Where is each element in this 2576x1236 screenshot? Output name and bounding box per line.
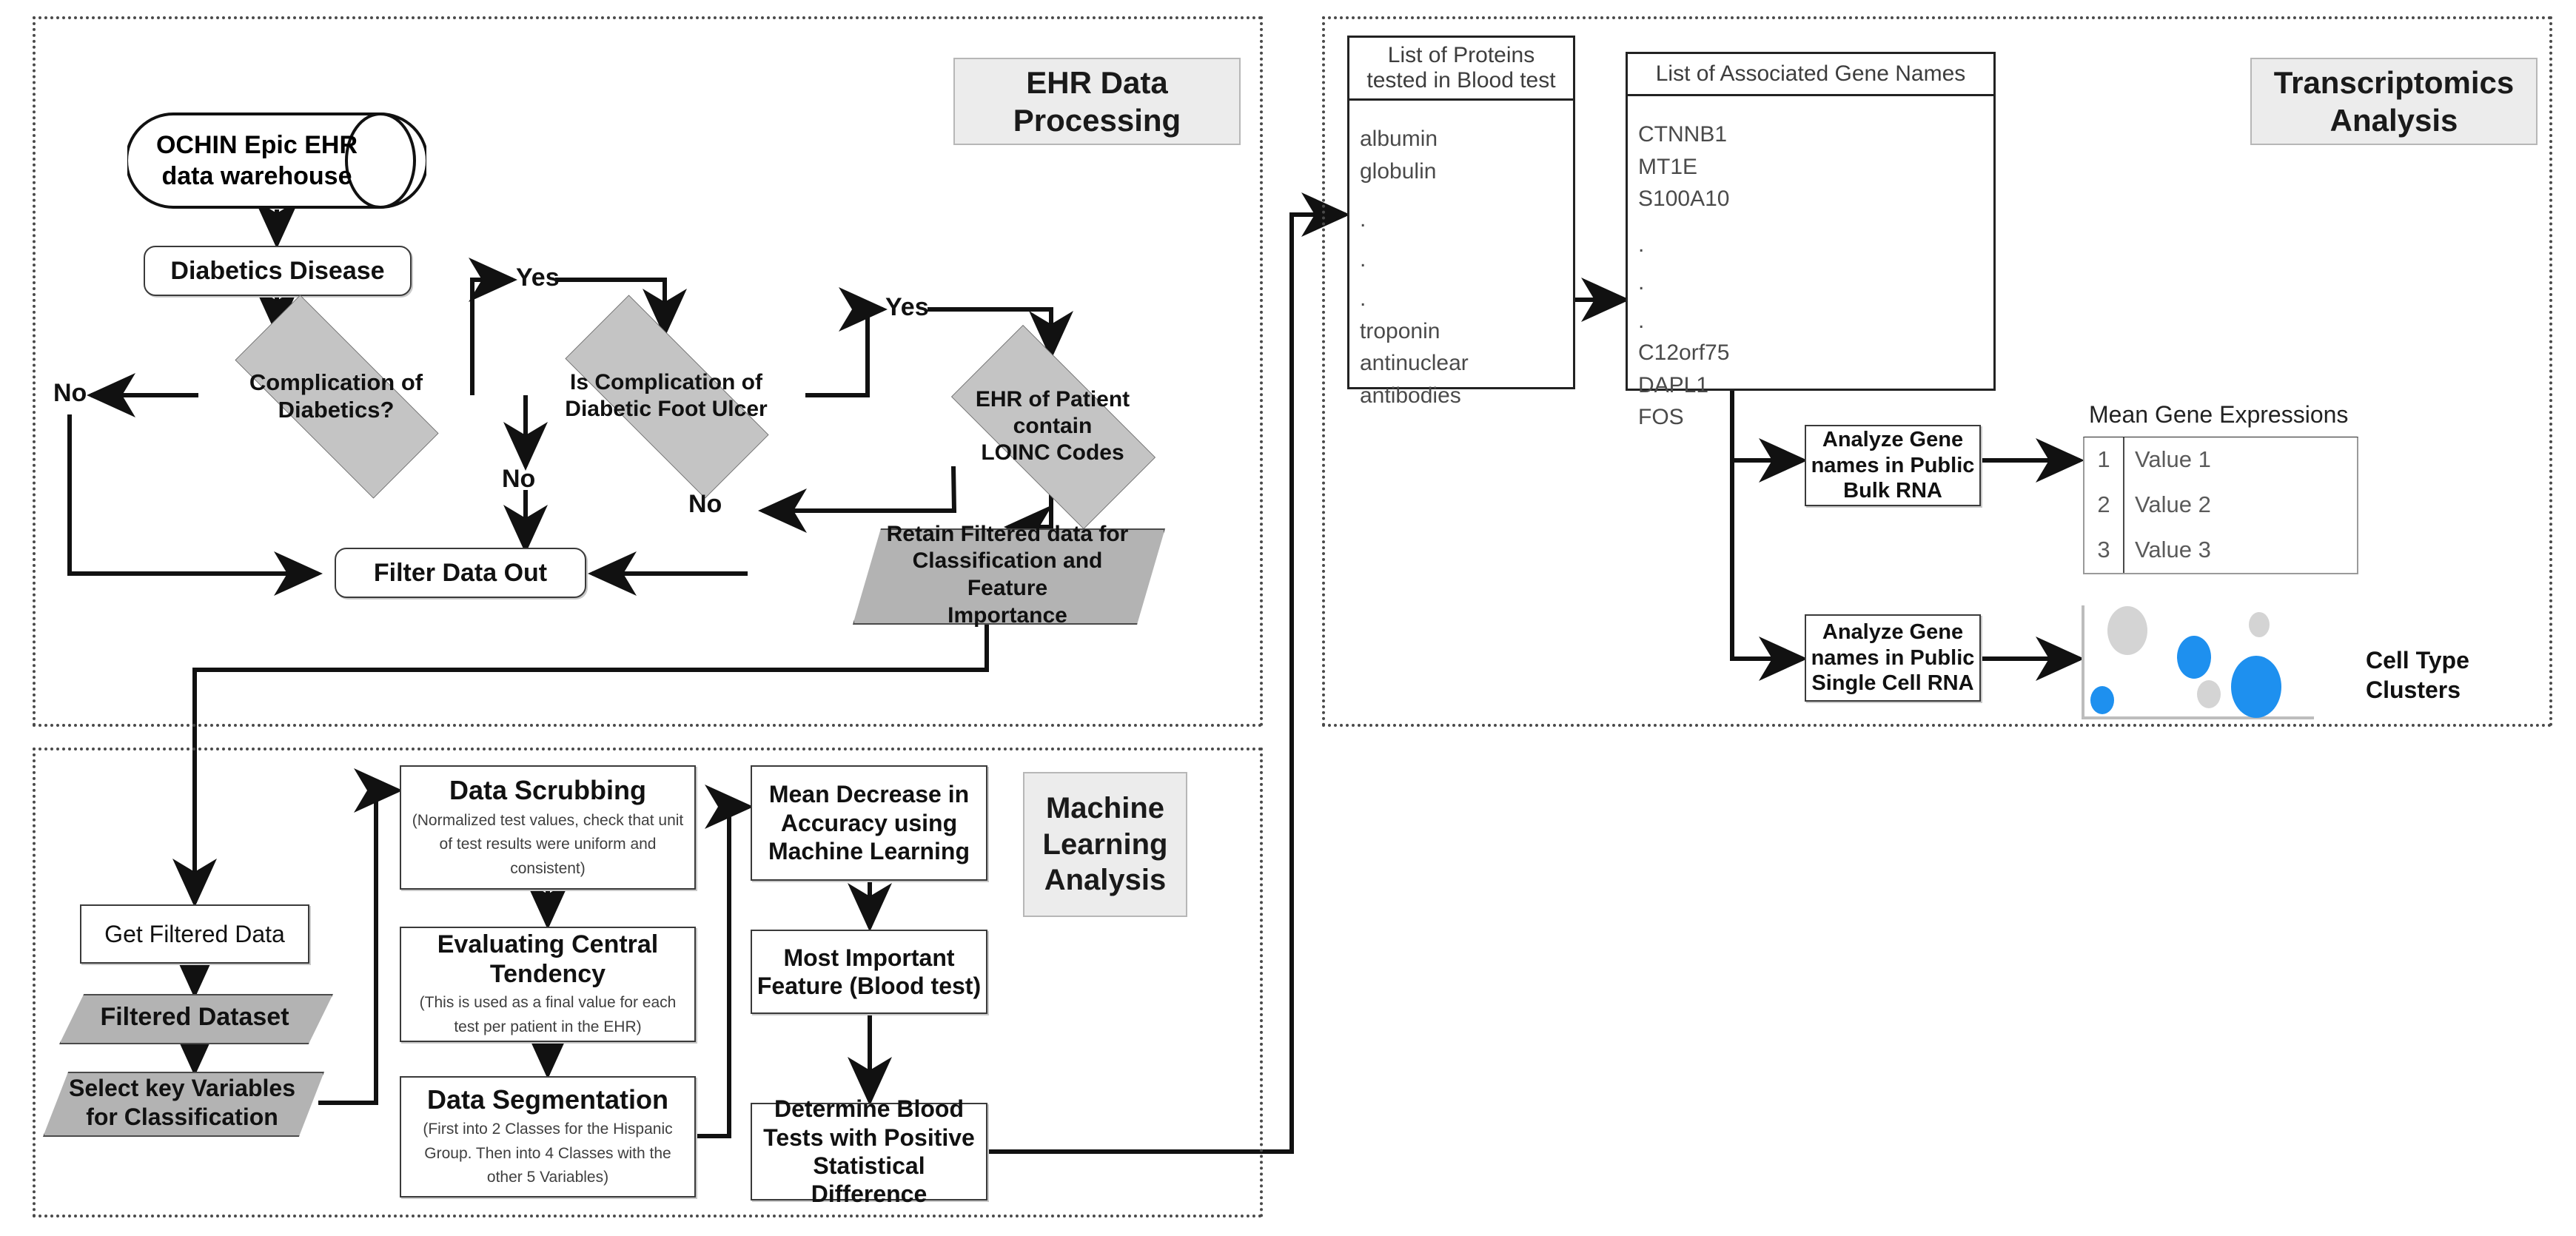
cluster-bubble [2177, 636, 2211, 679]
data-scrubbing-title: Data Scrubbing [449, 774, 647, 805]
table-cell-index: 1 [2084, 437, 2124, 483]
protein-item: . [1360, 246, 1366, 272]
retain-label: Retain Filtered data for Classification … [886, 521, 1129, 628]
data-segmentation-node: Data Segmentation (First into 2 Classes … [400, 1076, 696, 1198]
list-of-gene-names-header: List of Associated Gene Names [1626, 52, 1996, 96]
central-tendency-title: Evaluating Central Tendency [437, 930, 659, 988]
panel-title-transcriptomics: Transcriptomics Analysis [2250, 58, 2538, 145]
edge-label-no-3: No [688, 490, 722, 518]
gene-item: . [1638, 232, 1645, 257]
mean-decrease-accuracy-node: Mean Decrease in Accuracy using Machine … [751, 765, 987, 881]
evaluating-central-tendency-node: Evaluating Central Tendency (This is use… [400, 927, 696, 1042]
parallelogram-shape [43, 1072, 324, 1137]
protein-item: troponin [1360, 318, 1440, 343]
edge-label-yes-1: Yes [516, 263, 560, 292]
data-segmentation-title: Data Segmentation [426, 1084, 669, 1115]
decision-is-complication-of-diabetic-foot-ulcer: Is Complication of Diabetic Foot Ulcer [527, 295, 805, 499]
protein-item: globulin [1360, 158, 1437, 184]
table-cell-value: Value 3 [2135, 537, 2211, 563]
gene-item: S100A10 [1638, 187, 1730, 211]
table-cell-value: Value 1 [2135, 446, 2211, 473]
gene-item: DAPL1 [1638, 372, 1709, 397]
gene-item: C12orf75 [1638, 340, 1730, 365]
protein-item: . [1360, 207, 1366, 232]
cluster-bubble [2090, 686, 2114, 714]
protein-item: antibodies [1360, 383, 1461, 408]
panel-ehr-data-processing [33, 16, 1263, 727]
protein-item: . [1360, 286, 1366, 311]
gene-item: CTNNB1 [1638, 122, 1728, 147]
cluster-bubble [2197, 680, 2221, 708]
edge-label-no-1: No [53, 379, 87, 407]
cluster-bubble [2231, 656, 2281, 718]
cluster-bubble [2107, 606, 2147, 655]
mean-gene-expressions-title: Mean Gene Expressions [2089, 401, 2349, 428]
data-segmentation-subtitle: (First into 2 Classes for the Hispanic G… [423, 1121, 673, 1186]
protein-item: albumin [1360, 127, 1438, 151]
gene-item: . [1638, 308, 1645, 333]
gene-item: FOS [1638, 405, 1684, 429]
ochin-epic-ehr-data-warehouse: OCHIN Epic EHR data warehouse [127, 111, 426, 210]
data-scrubbing-node: Data Scrubbing (Normalized test values, … [400, 765, 696, 890]
table-cell-index: 3 [2084, 527, 2124, 573]
protein-item: antinuclear [1360, 351, 1469, 375]
select-key-variables-label: Select key Variables for Classification [68, 1074, 295, 1130]
mean-gene-expressions-table: 1 Value 1 2 Value 2 3 Value 3 [2083, 437, 2358, 574]
analyze-gene-bulk-rna-node: Analyze Gene names in Public Bulk RNA [1805, 425, 1981, 506]
gene-item: . [1638, 270, 1645, 295]
gene-item: MT1E [1638, 154, 1698, 179]
edge-label-no-2: No [502, 465, 536, 493]
table-cell-value: Value 2 [2135, 491, 2211, 518]
warehouse-label: OCHIN Epic EHR data warehouse [155, 130, 358, 191]
most-important-feature-node: Most Important Feature (Blood test) [751, 930, 987, 1014]
filtered-dataset-node: Filtered Dataset [59, 994, 333, 1044]
panel-title-machine-learning: Machine Learning Analysis [1023, 772, 1187, 917]
table-cell-index: 2 [2084, 482, 2124, 528]
table-row: 1 Value 1 [2084, 437, 2357, 483]
filter-data-out-node: Filter Data Out [335, 548, 586, 598]
list-of-gene-names-box: CTNNB1 MT1E S100A10 . . . C12orf75 DAPL1… [1626, 96, 1996, 429]
filtered-dataset-label: Filtered Dataset [100, 1003, 289, 1032]
cell-type-clusters-plot [2082, 605, 2314, 719]
cell-type-clusters-label: Cell Type Clusters [2366, 647, 2469, 703]
edge-label-yes-2: Yes [885, 293, 929, 321]
list-of-proteins-header: List of Proteins tested in Blood test [1347, 36, 1575, 101]
panel-machine-learning-analysis [33, 748, 1263, 1217]
diabetics-disease-node: Diabetics Disease [144, 246, 412, 296]
get-filtered-data-node: Get Filtered Data [80, 904, 309, 964]
decision-label: EHR of Patient contain LOINC Codes [975, 387, 1130, 465]
cluster-bubble [2249, 612, 2270, 637]
decision-ehr-of-patient-contain-loinc-codes: EHR of Patient contain LOINC Codes [921, 325, 1184, 529]
analyze-gene-single-cell-rna-node: Analyze Gene names in Public Single Cell… [1805, 614, 1981, 702]
select-key-variables-node: Select key Variables for Classification [43, 1072, 324, 1137]
decision-complication-of-diabetics: Complication of Diabetics? [198, 295, 474, 499]
data-scrubbing-subtitle: (Normalized test values, check that unit… [412, 811, 684, 877]
retain-filtered-data-node: Retain Filtered data for Classification … [853, 522, 1165, 628]
list-of-proteins-box: albumin globulin . . . troponin antinucl… [1347, 101, 1575, 408]
panel-transcriptomics-analysis [1322, 16, 2552, 727]
parallelogram-shape [853, 528, 1165, 625]
decision-label: Complication of Diabetics? [249, 369, 423, 423]
table-row: 3 Value 3 [2084, 527, 2357, 573]
decision-label: Is Complication of Diabetic Foot Ulcer [565, 370, 768, 421]
panel-title-ehr: EHR Data Processing [953, 58, 1241, 145]
central-tendency-subtitle: (This is used as a final value for each … [419, 994, 677, 1035]
table-row: 2 Value 2 [2084, 482, 2357, 528]
determine-blood-tests-node: Determine Blood Tests with Positive Stat… [751, 1095, 987, 1207]
